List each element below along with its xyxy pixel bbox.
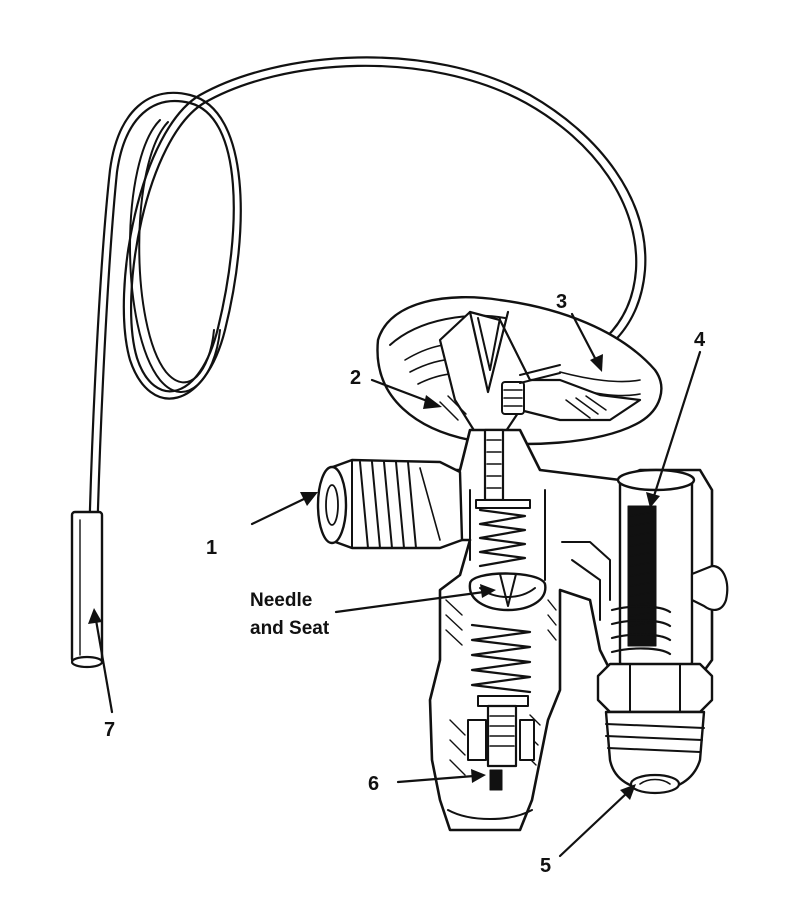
label-needle-line2: and Seat bbox=[250, 618, 330, 639]
capillary-tube bbox=[86, 56, 647, 602]
label-7: 7 bbox=[104, 719, 115, 741]
label-4: 4 bbox=[694, 329, 706, 351]
diaphragm-housing bbox=[376, 296, 663, 446]
adjusting-screw bbox=[447, 704, 535, 820]
label-3: 3 bbox=[556, 291, 567, 313]
inlet-fitting bbox=[316, 458, 464, 550]
arrowhead-6 bbox=[471, 769, 486, 783]
callout-labels: 1 2 3 4 5 6 7 Needle and Seat bbox=[104, 291, 706, 877]
leader-lines bbox=[88, 312, 702, 858]
arrowhead-5 bbox=[620, 784, 636, 800]
label-needle-line1: Needle bbox=[250, 590, 312, 611]
valve-pin-assembly bbox=[475, 428, 531, 568]
arrowhead-3 bbox=[590, 354, 603, 372]
needle-and-seat bbox=[468, 572, 547, 612]
label-2: 2 bbox=[350, 367, 361, 389]
arrowhead-4 bbox=[646, 492, 660, 508]
arrowhead-needle bbox=[480, 584, 496, 598]
arrowhead-2 bbox=[423, 395, 442, 409]
arrowhead-7 bbox=[88, 608, 102, 624]
label-6: 6 bbox=[368, 773, 379, 795]
label-1: 1 bbox=[206, 537, 217, 559]
arrowhead-1 bbox=[300, 492, 318, 506]
outlet-assembly bbox=[596, 468, 729, 795]
label-5: 5 bbox=[540, 855, 551, 877]
sensing-bulb bbox=[70, 510, 104, 669]
